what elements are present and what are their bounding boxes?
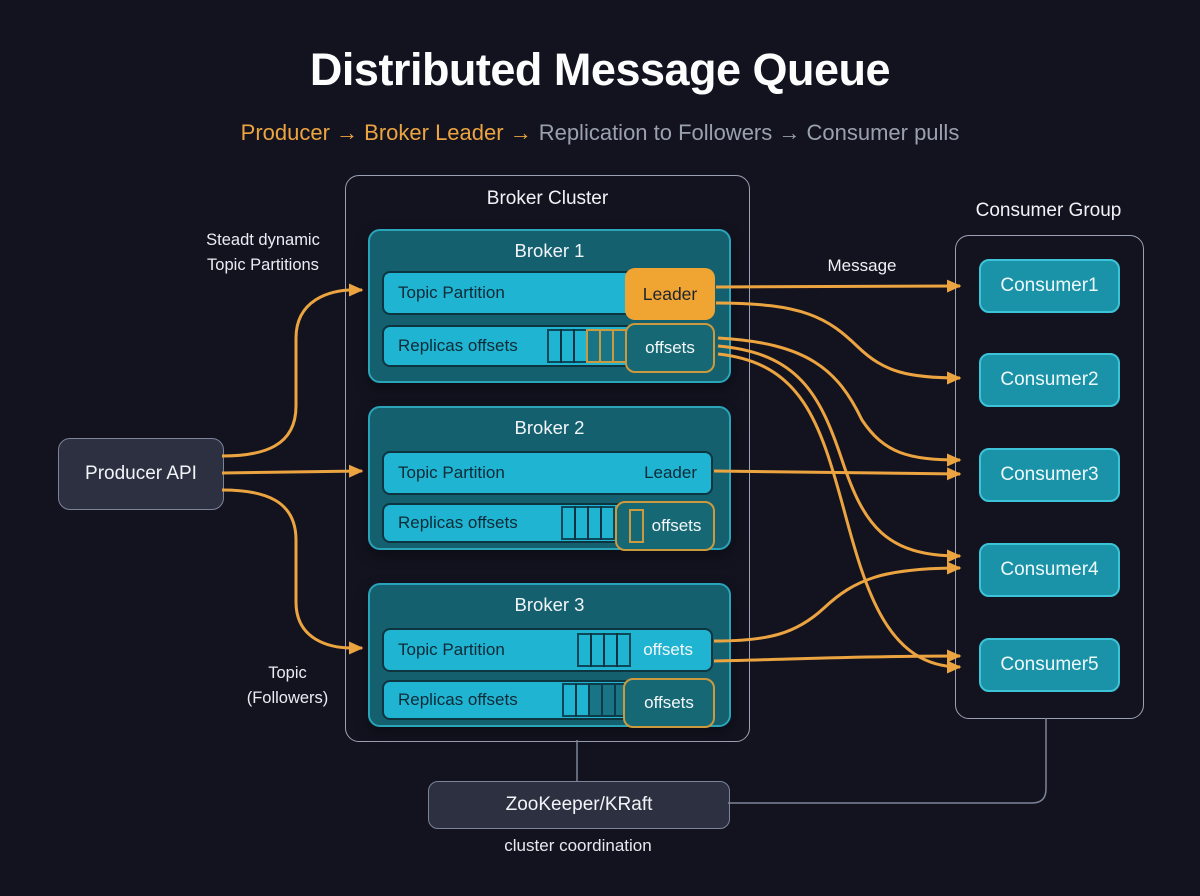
offset-queue xyxy=(547,329,627,363)
offset-cell xyxy=(628,509,644,543)
broker-3-card: Broker 3 Topic Partition offsets Replica… xyxy=(368,583,731,728)
consumer-4-node: Consumer4 xyxy=(979,543,1120,597)
consumer-5-node: Consumer5 xyxy=(979,638,1120,692)
edge-producer-broker2 xyxy=(221,464,364,478)
annotation-topic-followers: Topic (Followers) xyxy=(246,664,329,707)
edge-broker1offsets-consumer3 xyxy=(717,336,962,467)
edge-broker3-consumer4 xyxy=(713,561,962,643)
broker-1-replicas-row: Replicas offsets offsets xyxy=(382,323,715,373)
producer-api-node: Producer API xyxy=(58,438,224,510)
offset-queue xyxy=(561,506,615,540)
offset-cell xyxy=(600,506,615,540)
broker-2-card: Broker 2 Topic Partition Leader Replicas… xyxy=(368,406,731,551)
offsets-label: offsets xyxy=(643,640,693,659)
consumer-2-node: Consumer2 xyxy=(979,353,1120,407)
edge-producer-broker3 xyxy=(221,488,364,655)
edge-broker1offsets-consumer5 xyxy=(717,352,962,674)
consumer-group-title: Consumer Group xyxy=(975,200,1122,221)
producer-api-label: Producer API xyxy=(85,463,197,484)
offset-cell xyxy=(616,633,632,667)
broker-2-title: Broker 2 xyxy=(514,417,585,438)
edge-broker3-consumer5 xyxy=(713,649,962,663)
broker-1-title: Broker 1 xyxy=(514,240,585,261)
edge-broker1offsets-consumer4 xyxy=(717,344,962,563)
consumer-3-node: Consumer3 xyxy=(979,448,1120,502)
broker-2-topic-partition-row: Topic Partition Leader xyxy=(382,451,713,495)
edge-producer-broker1 xyxy=(221,283,364,458)
broker-3-title: Broker 3 xyxy=(514,594,585,615)
leader-badge: Leader xyxy=(625,268,715,320)
edge-broker1leader-consumer1 xyxy=(715,279,962,293)
annotation-topic-partitions: Steadt dynamic Topic Partitions xyxy=(206,231,320,274)
broker-1-topic-partition-row: Topic Partition Leader xyxy=(382,268,715,320)
broker-1-card: Broker 1 Topic Partition Leader Replicas… xyxy=(368,229,731,383)
edge-broker1leader-consumer2 xyxy=(715,301,962,385)
offset-queue xyxy=(562,683,629,717)
offset-queue xyxy=(628,509,652,543)
offset-queue xyxy=(577,633,632,667)
offsets-pill: offsets xyxy=(615,501,715,551)
leader-label: Leader xyxy=(644,463,697,482)
consumer-1-node: Consumer1 xyxy=(979,259,1120,313)
edge-broker2leader-consumer3 xyxy=(713,467,962,481)
broker-cluster-title: Broker Cluster xyxy=(486,188,609,209)
flow-subtitle-rest: Replication to Followers → Consumer pull… xyxy=(538,120,960,145)
zookeeper-label: ZooKeeper/KRaft xyxy=(505,794,653,815)
broker-3-topic-partition-row: Topic Partition offsets xyxy=(382,628,713,672)
offsets-pill: offsets xyxy=(625,323,715,373)
edge-zookeeper-consumergroup xyxy=(728,718,1047,804)
message-label: Message xyxy=(827,256,897,275)
offsets-pill: offsets xyxy=(623,678,715,728)
flow-subtitle-highlight: Producer → Broker Leader → xyxy=(240,120,532,145)
zookeeper-caption: cluster coordination xyxy=(504,836,652,855)
broker-2-replicas-row: Replicas offsets offsets xyxy=(382,501,715,551)
flow-subtitle: Producer → Broker Leader →Replication to… xyxy=(0,120,1200,146)
broker-cluster-container: Broker Cluster Broker 1 Topic Partition … xyxy=(345,175,750,742)
page-title: Distributed Message Queue xyxy=(309,44,891,95)
consumer-group-container: Consumer1 Consumer2 Consumer3 Consumer4 … xyxy=(955,235,1144,719)
broker-3-replicas-row: Replicas offsets offsets xyxy=(382,678,715,728)
zookeeper-node: ZooKeeper/KRaft xyxy=(428,781,730,829)
